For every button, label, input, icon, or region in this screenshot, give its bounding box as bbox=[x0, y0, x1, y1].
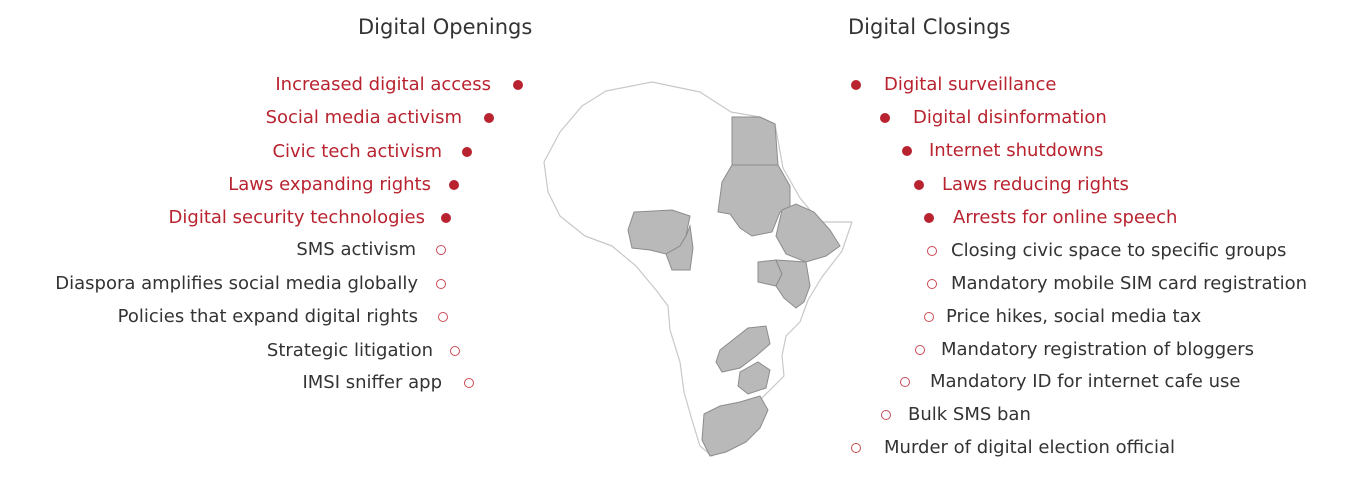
closings-item-mandatory-mobile-sim-card-registration: Mandatory mobile SIM card registration bbox=[951, 273, 1308, 294]
closings-marker-hollow-dot-icon bbox=[927, 279, 937, 289]
openings-item-laws-expanding-rights: Laws expanding rights bbox=[228, 174, 431, 195]
openings-marker-hollow-dot-icon bbox=[436, 279, 446, 289]
openings-item-diaspora-amplifies-social-media-globally: Diaspora amplifies social media globally bbox=[55, 273, 418, 294]
sudan-shape bbox=[717, 164, 791, 237]
closings-item-digital-disinformation: Digital disinformation bbox=[913, 107, 1107, 128]
closings-item-digital-surveillance: Digital surveillance bbox=[884, 74, 1057, 95]
closings-marker-filled-dot-icon bbox=[924, 213, 934, 223]
openings-marker-hollow-dot-icon bbox=[464, 378, 474, 388]
openings-marker-hollow-dot-icon bbox=[450, 346, 460, 356]
closings-item-mandatory-registration-of-bloggers: Mandatory registration of bloggers bbox=[941, 339, 1255, 360]
closings-item-closing-civic-space-to-specific-groups: Closing civic space to specific groups bbox=[951, 240, 1287, 261]
closings-marker-hollow-dot-icon bbox=[915, 345, 925, 355]
openings-item-increased-digital-access: Increased digital access bbox=[275, 74, 491, 95]
openings-marker-filled-dot-icon bbox=[462, 147, 472, 157]
closings-item-mandatory-id-for-internet-cafe-use: Mandatory ID for internet cafe use bbox=[930, 371, 1241, 392]
kenya-shape bbox=[775, 259, 811, 309]
closings-item-murder-of-digital-election-official: Murder of digital election official bbox=[884, 437, 1175, 458]
openings-marker-filled-dot-icon bbox=[449, 180, 459, 190]
openings-item-imsi-sniffer-app: IMSI sniffer app bbox=[302, 372, 442, 393]
openings-item-strategic-litigation: Strategic litigation bbox=[266, 340, 433, 361]
zimbabwe-shape bbox=[737, 361, 771, 395]
openings-marker-filled-dot-icon bbox=[441, 213, 451, 223]
africa-map-icon bbox=[543, 81, 853, 457]
egypt-shape bbox=[731, 116, 779, 166]
openings-marker-filled-dot-icon bbox=[513, 80, 523, 90]
closings-item-laws-reducing-rights: Laws reducing rights bbox=[942, 174, 1129, 195]
closings-marker-filled-dot-icon bbox=[880, 113, 890, 123]
closings-item-price-hikes-social-media-tax: Price hikes, social media tax bbox=[946, 306, 1202, 327]
cameroon-shape bbox=[665, 224, 694, 271]
closings-marker-filled-dot-icon bbox=[914, 180, 924, 190]
openings-item-policies-that-expand-digital-rights: Policies that expand digital rights bbox=[117, 306, 418, 327]
closings-marker-hollow-dot-icon bbox=[851, 443, 861, 453]
openings-item-civic-tech-activism: Civic tech activism bbox=[272, 141, 442, 162]
closings-marker-filled-dot-icon bbox=[851, 80, 861, 90]
openings-marker-hollow-dot-icon bbox=[438, 312, 448, 322]
openings-item-sms-activism: SMS activism bbox=[296, 239, 416, 260]
closings-item-arrests-for-online-speech: Arrests for online speech bbox=[953, 207, 1178, 228]
closings-marker-hollow-dot-icon bbox=[927, 246, 937, 256]
openings-title: Digital Openings bbox=[358, 15, 533, 39]
closings-item-internet-shutdowns: Internet shutdowns bbox=[929, 140, 1104, 161]
closings-title: Digital Closings bbox=[848, 15, 1011, 39]
zambia-shape bbox=[715, 325, 771, 373]
openings-item-digital-security-technologies: Digital security technologies bbox=[168, 207, 425, 228]
closings-marker-hollow-dot-icon bbox=[900, 377, 910, 387]
closings-marker-hollow-dot-icon bbox=[924, 312, 934, 322]
ethiopia-shape bbox=[775, 203, 841, 263]
south-africa-shape bbox=[701, 395, 769, 457]
openings-marker-hollow-dot-icon bbox=[436, 245, 446, 255]
openings-item-social-media-activism: Social media activism bbox=[265, 107, 462, 128]
closings-marker-filled-dot-icon bbox=[902, 146, 912, 156]
closings-marker-hollow-dot-icon bbox=[881, 410, 891, 420]
openings-marker-filled-dot-icon bbox=[484, 113, 494, 123]
closings-item-bulk-sms-ban: Bulk SMS ban bbox=[908, 404, 1031, 425]
